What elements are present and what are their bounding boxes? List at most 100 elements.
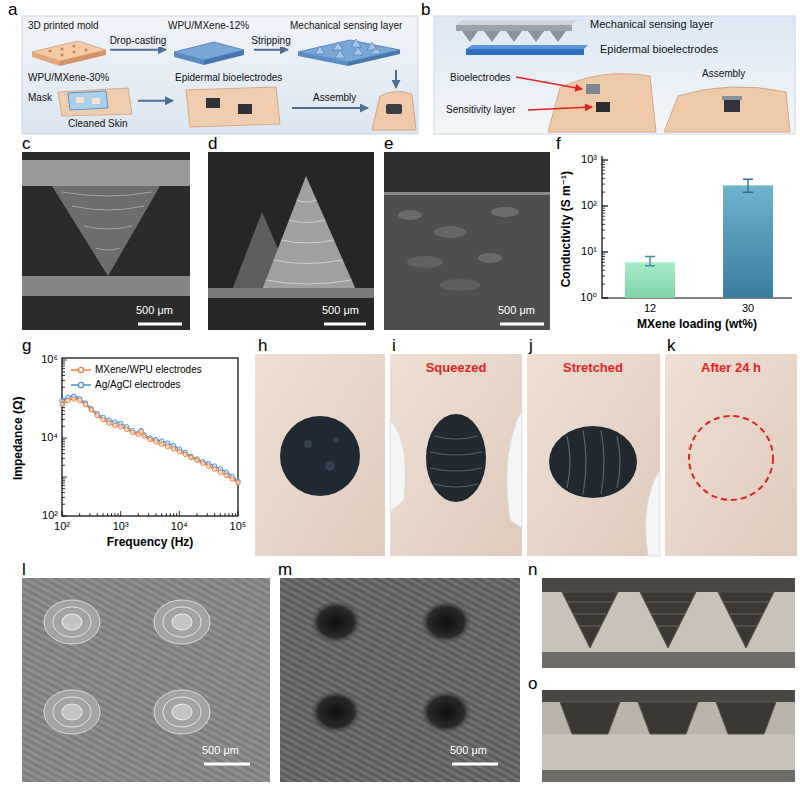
panel-letter: f [556,134,561,154]
axis-tick [228,513,229,516]
mold-cavity [84,48,87,51]
axis-tick [62,458,65,459]
axis-tick [79,513,80,516]
node-label: WPU/MXene-12% [168,20,249,32]
axis-tick [161,513,162,516]
axis-tick [62,368,65,369]
label-wrap: 10³ [113,520,129,533]
data-marker [236,481,240,485]
label-wrap: k [667,336,676,356]
compressed-pyramid [560,702,776,734]
label-wrap: Impedance (Ω) [11,396,25,480]
bump-ring [154,600,210,644]
panel-letter: b [421,0,430,20]
sensing-layer-top [456,20,578,25]
tick-label: 10² [581,199,597,212]
axis-tick [224,513,225,516]
pyramid-section [562,592,774,648]
data-marker [66,398,70,402]
print-lines [22,578,270,782]
axis-tick [214,513,215,516]
node-label: Epidermal bioelectrodes [600,43,718,56]
axis-tick [62,363,65,364]
skin-sketch [58,88,132,116]
data-marker [224,473,228,477]
sem-texture [398,210,422,220]
sem-texture [434,226,466,238]
axis-tick [62,477,67,478]
dashed-outline [689,416,773,500]
legend-line [71,369,91,371]
label-wrap: e [384,134,393,154]
data-marker [189,455,193,459]
edge-label-wrap: Drop-casting [108,35,169,47]
sem-texture [491,207,519,217]
axis-tick [62,426,65,427]
minor-tick [602,173,605,174]
bump-ring [172,704,192,720]
label-wrap: MXene loading (wt%) [637,317,757,331]
data-marker [77,398,81,402]
annotation: Bioelectrodes [450,72,511,84]
axis-tick [176,513,177,516]
axis-tick [173,513,174,516]
axis-tick [62,444,65,445]
electrode-texture [325,461,335,471]
panel-letter: l [22,560,26,580]
minor-tick [602,208,605,209]
error-bar [645,257,655,266]
axis-tick [62,497,65,498]
axis-tick [62,375,65,376]
legend-entry: MXene/WPU electrodes [70,364,202,376]
bump-ring [172,614,192,630]
label-wrap: 10⁵ [230,520,247,533]
label-wrap: d [208,134,217,154]
panel-background [434,16,795,134]
wrinkle [567,430,620,494]
node-label: Cleaned Skin [68,118,127,130]
label-wrap: 500 μm [136,304,173,317]
axis-tick [62,492,65,493]
label-wrap: Frequency (Hz) [107,535,194,549]
wrist-sketch [372,91,416,130]
electrode-front [466,49,584,55]
process-arrow [110,49,166,51]
axis-tick [62,380,65,381]
panel-letter: d [208,134,217,154]
data-marker [195,458,199,462]
micro-pyramid [315,39,381,58]
minor-tick [602,256,605,257]
scale-bar-label: 500 μm [202,744,239,757]
data-marker [206,464,210,468]
axis-tick [114,513,115,516]
minor-tick [602,270,605,271]
axis-tick [62,407,65,408]
middle-layer [542,734,795,770]
legend-line [71,384,91,386]
axis-tick [62,441,65,442]
mask-opening [92,98,100,104]
optical-image [542,690,795,782]
process-step: Mechanical sensing layer [290,20,408,68]
major-tick [602,159,608,160]
scale-bar [452,763,498,766]
axis-tick [62,410,65,411]
axis-tick [232,513,233,516]
sem-bump [44,600,210,734]
panel-letter: i [392,336,396,356]
annotation: Assembly [702,68,745,80]
photo [527,354,660,556]
condition-label: Squeezed [426,360,487,376]
bump-ring [44,600,100,644]
minor-tick [602,178,605,179]
glove [646,470,660,556]
data-marker [165,444,169,448]
sem-cone [52,186,160,276]
sem-image [280,578,520,782]
panel-letter: g [22,336,31,356]
bump-ring [62,614,82,630]
mold-side [32,52,60,66]
label-wrap: Assembly [702,68,745,80]
label-wrap: l [22,560,26,580]
